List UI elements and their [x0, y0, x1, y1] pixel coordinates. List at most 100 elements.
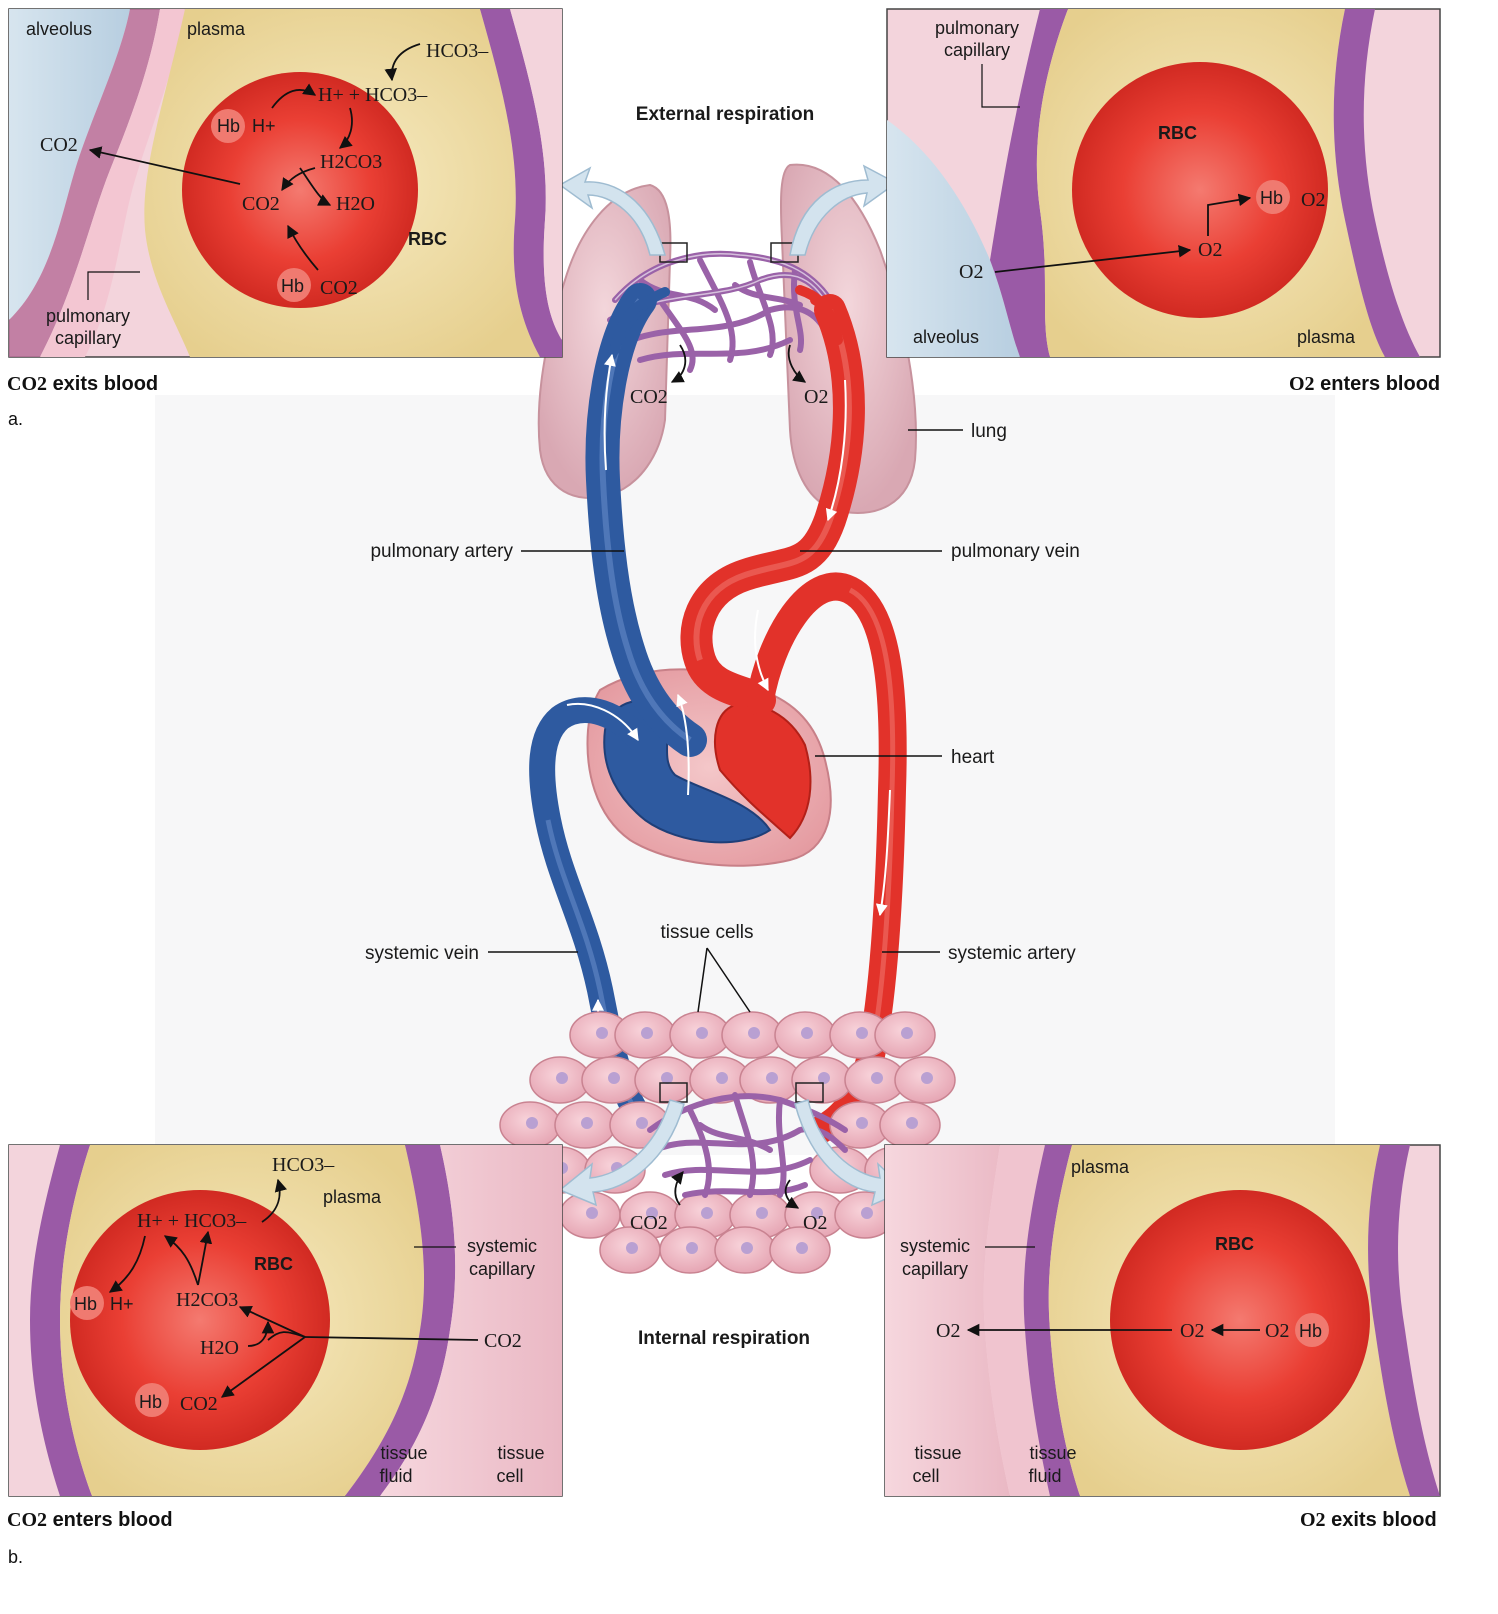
systemic-capillary-label-1: systemic — [467, 1236, 537, 1256]
cell-nucleus — [716, 1072, 728, 1084]
h2co3-label-bl: H2CO3 — [176, 1289, 238, 1311]
part-b-label: b. — [8, 1547, 23, 1568]
cell-nucleus — [796, 1242, 808, 1254]
panel-top-right: pulmonary capillary RBC Hb O2 O2 O2 alve… — [887, 9, 1440, 357]
caption-formula: O2 — [1289, 373, 1315, 395]
cell-nucleus — [641, 1027, 653, 1039]
cell-nucleus — [526, 1117, 538, 1129]
cell-nucleus — [626, 1242, 638, 1254]
rbc-label-right: RBC — [1158, 123, 1197, 143]
o2-in-label: O2 — [959, 261, 983, 283]
h2o-label: H2O — [336, 193, 375, 215]
rbc-label: RBC — [408, 229, 447, 249]
o2-lung-label: O2 — [804, 386, 828, 408]
rbc-bottom-right — [1110, 1190, 1370, 1450]
co2-tissue-label: CO2 — [630, 1212, 668, 1234]
heart-label: heart — [951, 747, 995, 768]
caption-o2-enters: O2 enters blood — [1289, 373, 1440, 396]
caption-co2-enters: CO2 enters blood — [7, 1509, 173, 1532]
cell-nucleus — [801, 1027, 813, 1039]
alveolus-label: alveolus — [26, 19, 92, 39]
cell-nucleus — [596, 1027, 608, 1039]
cell-nucleus — [818, 1072, 830, 1084]
hco3-out-label: HCO3– — [272, 1154, 335, 1176]
co2-out-label: CO2 — [40, 134, 78, 156]
caption-text: exits blood — [1331, 1509, 1437, 1531]
hb-label-bl: Hb — [74, 1294, 97, 1314]
caption-text: exits blood — [53, 373, 159, 395]
pulmonary-capillary-label-2: capillary — [55, 328, 121, 348]
external-respiration-title: External respiration — [636, 104, 814, 125]
hbo2-label: O2 — [1301, 189, 1325, 211]
o2-mid-label: O2 — [1198, 239, 1222, 261]
tissue-fluid-label-2: fluid — [379, 1466, 412, 1486]
co2-lung-label: CO2 — [630, 386, 668, 408]
cell-nucleus — [856, 1117, 868, 1129]
caption-o2-exits: O2 exits blood — [1300, 1509, 1437, 1532]
h2co3-label: H2CO3 — [320, 151, 382, 173]
caption-text: enters blood — [1320, 373, 1440, 395]
plasma-label-br: plasma — [1071, 1157, 1130, 1177]
panel-bottom-right: plasma RBC systemic capillary O2 O2 O2 H… — [885, 1145, 1440, 1496]
systemic-capillary-label-r2: capillary — [902, 1259, 968, 1279]
rbc-top-right — [1072, 62, 1328, 318]
caption-formula: CO2 — [7, 1509, 47, 1531]
cell-nucleus — [766, 1072, 778, 1084]
cell-nucleus — [661, 1072, 673, 1084]
tissue-fluid-label-r2: fluid — [1028, 1466, 1061, 1486]
co2-in-label: CO2 — [484, 1330, 522, 1352]
pulmonary-capillary-label-1: pulmonary — [46, 306, 130, 326]
tissue-fluid-label-1: tissue — [380, 1443, 427, 1463]
plasma-label-bl: plasma — [323, 1187, 382, 1207]
cell-nucleus — [901, 1027, 913, 1039]
caption-formula: CO2 — [7, 373, 47, 395]
cell-nucleus — [756, 1207, 768, 1219]
pulmonary-artery-label: pulmonary artery — [370, 541, 513, 562]
hco3-in-label: HCO3– — [426, 40, 489, 62]
cell-nucleus — [861, 1207, 873, 1219]
cell-nucleus — [686, 1242, 698, 1254]
h-label: H+ — [252, 116, 276, 136]
hb-label-2: Hb — [281, 276, 304, 296]
panel-top-left: alveolus plasma pulmonary capillary RBC … — [9, 9, 562, 357]
o2-mid-label-br: O2 — [1180, 1320, 1204, 1342]
hb-label-right: Hb — [1260, 188, 1283, 208]
alveolus-label-right: alveolus — [913, 327, 979, 347]
o2-tissue-label: O2 — [803, 1212, 827, 1234]
systemic-vein-label: systemic vein — [365, 943, 479, 964]
systemic-artery-label: systemic artery — [948, 943, 1076, 964]
o2hb-label: O2 — [1265, 1320, 1289, 1342]
pulmonary-vein-label: pulmonary vein — [951, 541, 1080, 562]
part-a-label: a. — [8, 409, 23, 430]
cell-nucleus — [741, 1242, 753, 1254]
tissue-cell-label-2: cell — [496, 1466, 523, 1486]
cell-nucleus — [748, 1027, 760, 1039]
tissue-fluid-label-r1: tissue — [1029, 1443, 1076, 1463]
tissue-cell-label-1: tissue — [497, 1443, 544, 1463]
cell-nucleus — [581, 1117, 593, 1129]
cell-nucleus — [608, 1072, 620, 1084]
caption-text: enters blood — [53, 1509, 173, 1531]
systemic-capillary-label-2: capillary — [469, 1259, 535, 1279]
h-hco3-label-bl: H+ + HCO3– — [137, 1210, 247, 1232]
lung-label: lung — [971, 421, 1007, 442]
cell-nucleus — [701, 1207, 713, 1219]
cell-nucleus — [856, 1027, 868, 1039]
plasma-label-right: plasma — [1297, 327, 1356, 347]
hb-label: Hb — [217, 116, 240, 136]
hb-label-bl-2: Hb — [139, 1392, 162, 1412]
caption-co2-exits: CO2 exits blood — [7, 373, 158, 396]
cell-nucleus — [871, 1072, 883, 1084]
rbc-label-br: RBC — [1215, 1234, 1254, 1254]
cell-nucleus — [921, 1072, 933, 1084]
h-label-bl: H+ — [110, 1294, 134, 1314]
pulmonary-capillary-label-r2: capillary — [944, 40, 1010, 60]
systemic-capillary-label-r1: systemic — [900, 1236, 970, 1256]
cell-nucleus — [636, 1117, 648, 1129]
tissue-cell-label-r2: cell — [912, 1466, 939, 1486]
pulmonary-capillary-label-r1: pulmonary — [935, 18, 1019, 38]
hb-label-br: Hb — [1299, 1321, 1322, 1341]
plasma-label: plasma — [187, 19, 246, 39]
rbc-label-bl: RBC — [254, 1254, 293, 1274]
hbco2-label-bl: CO2 — [180, 1393, 218, 1415]
